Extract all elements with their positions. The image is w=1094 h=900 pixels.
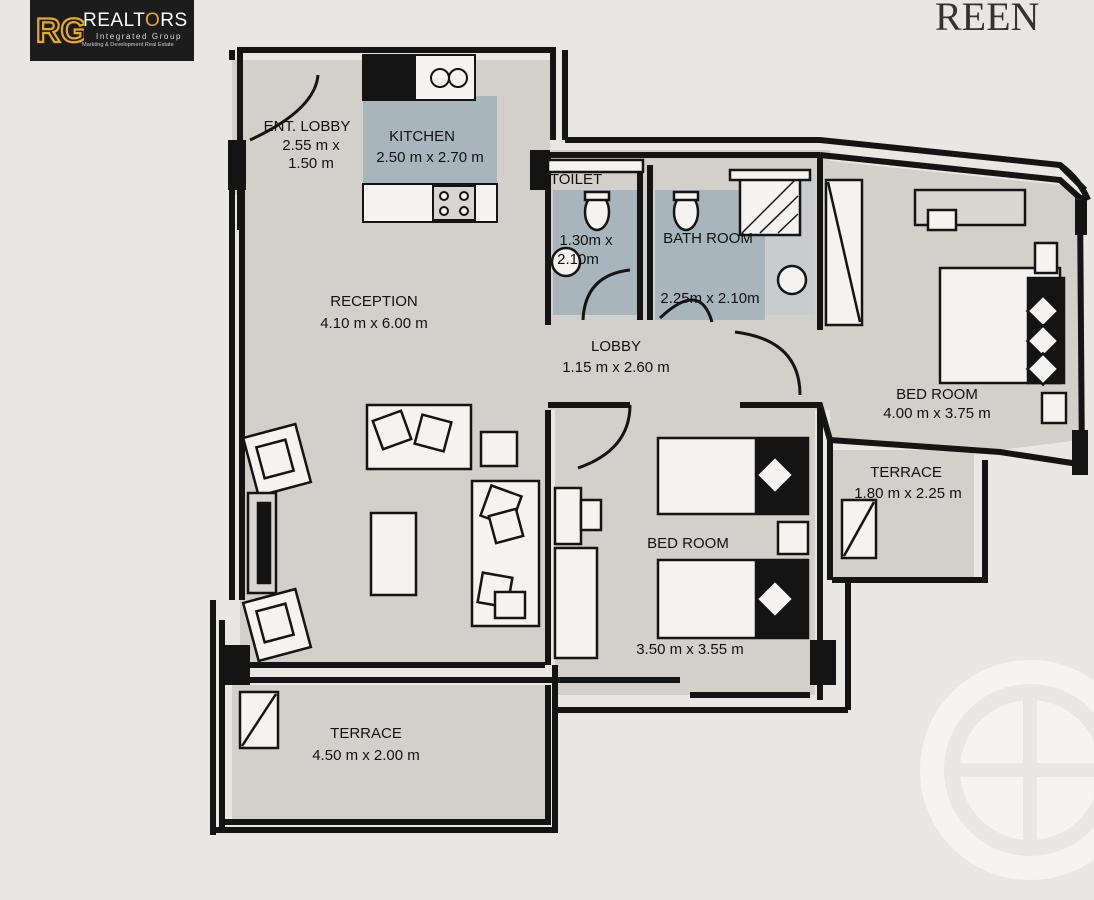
svg-text:RG: RG <box>36 12 84 50</box>
reception-furniture <box>241 403 541 663</box>
bath-door-swing <box>658 298 714 323</box>
master-bedroom-furniture <box>824 178 1068 425</box>
toilet-size-line2: 2.10m <box>557 251 599 268</box>
brand-tagline: Markting & Development Real Estate <box>82 42 174 48</box>
brand-subtitle: Integrated Group <box>96 32 183 41</box>
terrace-fixtures <box>238 498 878 750</box>
master-bedroom-label: BED ROOM <box>896 386 978 403</box>
kitchen-size: 2.50 m x 2.70 m <box>376 149 484 166</box>
bedroom-door-swing <box>734 330 802 396</box>
realtors-logo: RG REALTORS Integrated Group Markting & … <box>30 0 194 61</box>
rg-monogram-icon: RG <box>35 11 84 51</box>
toilet-label: TOILET <box>550 171 602 188</box>
toilet-door-swing <box>581 268 631 321</box>
entry-door-swing <box>249 74 320 142</box>
corner-title-fragment: REEN <box>935 0 1039 39</box>
second-bedroom-furniture <box>553 436 810 660</box>
globe-watermark <box>920 660 1094 880</box>
reception-size: 4.10 m x 6.00 m <box>320 315 428 332</box>
bedroom2-door-swing <box>577 404 632 470</box>
master-bedroom-size: 4.00 m x 3.75 m <box>883 405 991 422</box>
lobby-size: 1.15 m x 2.60 m <box>562 359 670 376</box>
brand-name: REALTORS <box>83 10 188 31</box>
small-terrace-label: TERRACE <box>870 464 942 481</box>
bathroom-fixtures <box>546 158 812 296</box>
kitchen-fixtures <box>362 54 498 223</box>
ent-lobby-size-line2: 1.50 m <box>288 155 334 172</box>
kitchen-label: KITCHEN <box>389 128 455 145</box>
bathroom-size: 2.25m x 2.10m <box>660 290 759 307</box>
small-terrace-size: 1.80 m x 2.25 m <box>854 485 962 502</box>
ent-lobby-size-line1: 2.55 m x <box>282 137 340 154</box>
second-bedroom-label: BED ROOM <box>647 535 729 552</box>
wall-columns <box>222 140 1088 685</box>
ent-lobby-label: ENT. LOBBY <box>264 118 351 135</box>
lobby-label: LOBBY <box>591 338 641 355</box>
kitchen-tile <box>363 96 497 184</box>
toilet-size-line1: 1.30m x <box>559 232 613 249</box>
large-terrace-label: TERRACE <box>330 725 402 742</box>
bathroom-label: BATH ROOM <box>663 230 753 247</box>
second-bedroom-size: 3.50 m x 3.55 m <box>636 641 744 658</box>
large-terrace-size: 4.50 m x 2.00 m <box>312 747 420 764</box>
reception-label: RECEPTION <box>330 293 418 310</box>
